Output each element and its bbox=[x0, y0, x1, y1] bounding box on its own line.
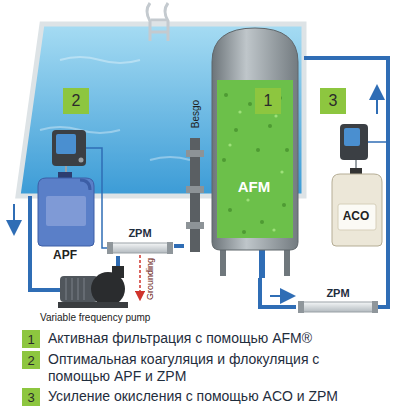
legend-text: Усиление окисления с помощью ACO и ZPM bbox=[48, 388, 368, 405]
node-label: ZPM bbox=[106, 227, 174, 239]
legend: 1 Активная фильтрация с помощью AFM® 2 Опти… bbox=[22, 330, 394, 409]
aco-canister: ACO bbox=[326, 122, 386, 248]
apf-dosing-unit bbox=[38, 130, 107, 248]
zpm-unit: ZPM bbox=[296, 286, 380, 318]
apf-canister: APF bbox=[30, 128, 100, 264]
step-badge: 3 bbox=[320, 88, 346, 114]
node-label: Besgo bbox=[190, 100, 201, 128]
zpm-unit: ZPM bbox=[106, 226, 174, 256]
legend-swatch: 2 bbox=[22, 351, 40, 369]
zpm-tube bbox=[107, 242, 173, 254]
node-label: 2 bbox=[63, 88, 89, 114]
callout-number: 3 bbox=[27, 390, 34, 405]
legend-text: Оптимальная коагуляция и флокуляция с по… bbox=[48, 351, 368, 385]
legend-swatch: 3 bbox=[22, 388, 40, 406]
grounding-label: Grounding bbox=[145, 258, 155, 300]
pipe-connector bbox=[116, 256, 120, 266]
node-label: APF bbox=[30, 248, 100, 262]
step-badge: 2 bbox=[63, 88, 89, 114]
callout-number: 1 bbox=[27, 332, 34, 347]
legend-row: 1 Активная фильтрация с помощью AFM® bbox=[22, 330, 394, 348]
aco-dosing-unit bbox=[332, 124, 388, 246]
legend-row: 3 Усиление окисления с помощью ACO и ZPM bbox=[22, 388, 394, 406]
filter-tank bbox=[212, 28, 298, 276]
pipe-connector bbox=[174, 244, 184, 248]
legend-swatch: 1 bbox=[22, 330, 40, 348]
pool-ladder bbox=[147, 3, 168, 41]
node-label: 3 bbox=[320, 88, 346, 114]
besgo-valve bbox=[186, 138, 204, 252]
callout-number: 2 bbox=[27, 353, 34, 368]
water-pipes bbox=[30, 58, 388, 307]
filter-tank: AFM bbox=[206, 28, 302, 278]
node-label: ACO bbox=[326, 209, 386, 223]
besgo-valve: Besgo bbox=[184, 92, 206, 252]
pipe-connector bbox=[260, 278, 296, 307]
node-label: Variable frequency pump bbox=[40, 312, 150, 323]
grounding-line bbox=[140, 255, 141, 296]
zpm-tube bbox=[298, 301, 378, 313]
pump-drawing bbox=[58, 266, 128, 308]
node-label: 1 bbox=[255, 88, 281, 114]
step-badge: 1 bbox=[255, 88, 281, 114]
variable-pump: Variable frequency pump bbox=[40, 266, 190, 326]
flow-arrows bbox=[14, 92, 377, 296]
node-label: ZPM bbox=[296, 287, 380, 299]
legend-row: 2 Оптимальная коагуляция и флокуляция с п… bbox=[22, 351, 394, 385]
node-label: AFM bbox=[206, 178, 302, 195]
legend-text: Активная фильтрация с помощью AFM® bbox=[48, 330, 368, 347]
